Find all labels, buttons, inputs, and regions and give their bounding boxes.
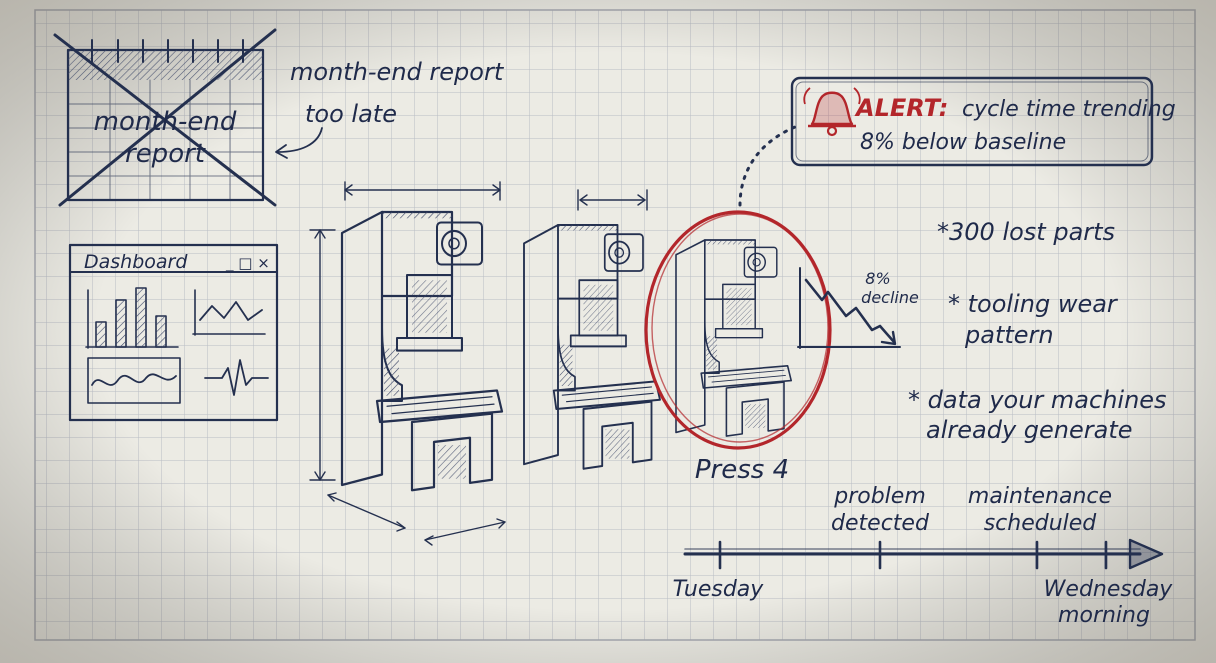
note-data-line1: * data your machines [908, 386, 1167, 414]
timeline-end-line1: Wednesday [1044, 577, 1174, 602]
alert-leader-line [738, 123, 802, 207]
dashboard-window-controls: _ □ × [225, 254, 270, 273]
press-label: Press 4 [695, 455, 789, 485]
note-tooling-line2: pattern [964, 321, 1054, 349]
decline-label: decline [861, 288, 919, 307]
press-4-highlight-circle [644, 210, 832, 450]
bell-icon [803, 87, 861, 137]
decline-chart [797, 267, 901, 349]
timeline-start: Tuesday [673, 577, 765, 602]
note-tooling-line1: * tooling wear [948, 290, 1119, 318]
decline-value: 8% [865, 269, 890, 288]
note-lost-parts: *300 lost parts [937, 218, 1115, 246]
calendar-title-line1: month-end [94, 107, 237, 137]
dashboard-window-sketch [68, 243, 279, 422]
late-note-line1: month-end report [290, 58, 505, 86]
timeline-problem-line2: detected [831, 511, 930, 536]
dashboard-title: Dashboard [84, 251, 188, 273]
timeline-problem-line1: problem [833, 484, 926, 509]
timeline-maint-line2: scheduled [984, 511, 1098, 536]
calendar-title-line2: report [125, 139, 206, 169]
dimension-lines [309, 181, 648, 546]
alert-prefix: ALERT: [854, 94, 948, 122]
timeline-arrow [683, 538, 1164, 570]
timeline-end-line2: morning [1058, 603, 1150, 628]
late-note-arrow [277, 127, 323, 153]
alert-callout [790, 76, 1154, 167]
timeline-maint-line1: maintenance [968, 484, 1112, 509]
svg-text:ALERT: cycle time trending: ALERT: cycle time trending [854, 94, 1176, 122]
alert-line2: 8% below baseline [860, 130, 1066, 155]
note-data-line2: already generate [926, 416, 1133, 444]
alert-line1: cycle time trending [962, 97, 1176, 122]
late-note-line2: too late [305, 100, 397, 128]
crossed-out-calendar-icon [53, 28, 277, 207]
